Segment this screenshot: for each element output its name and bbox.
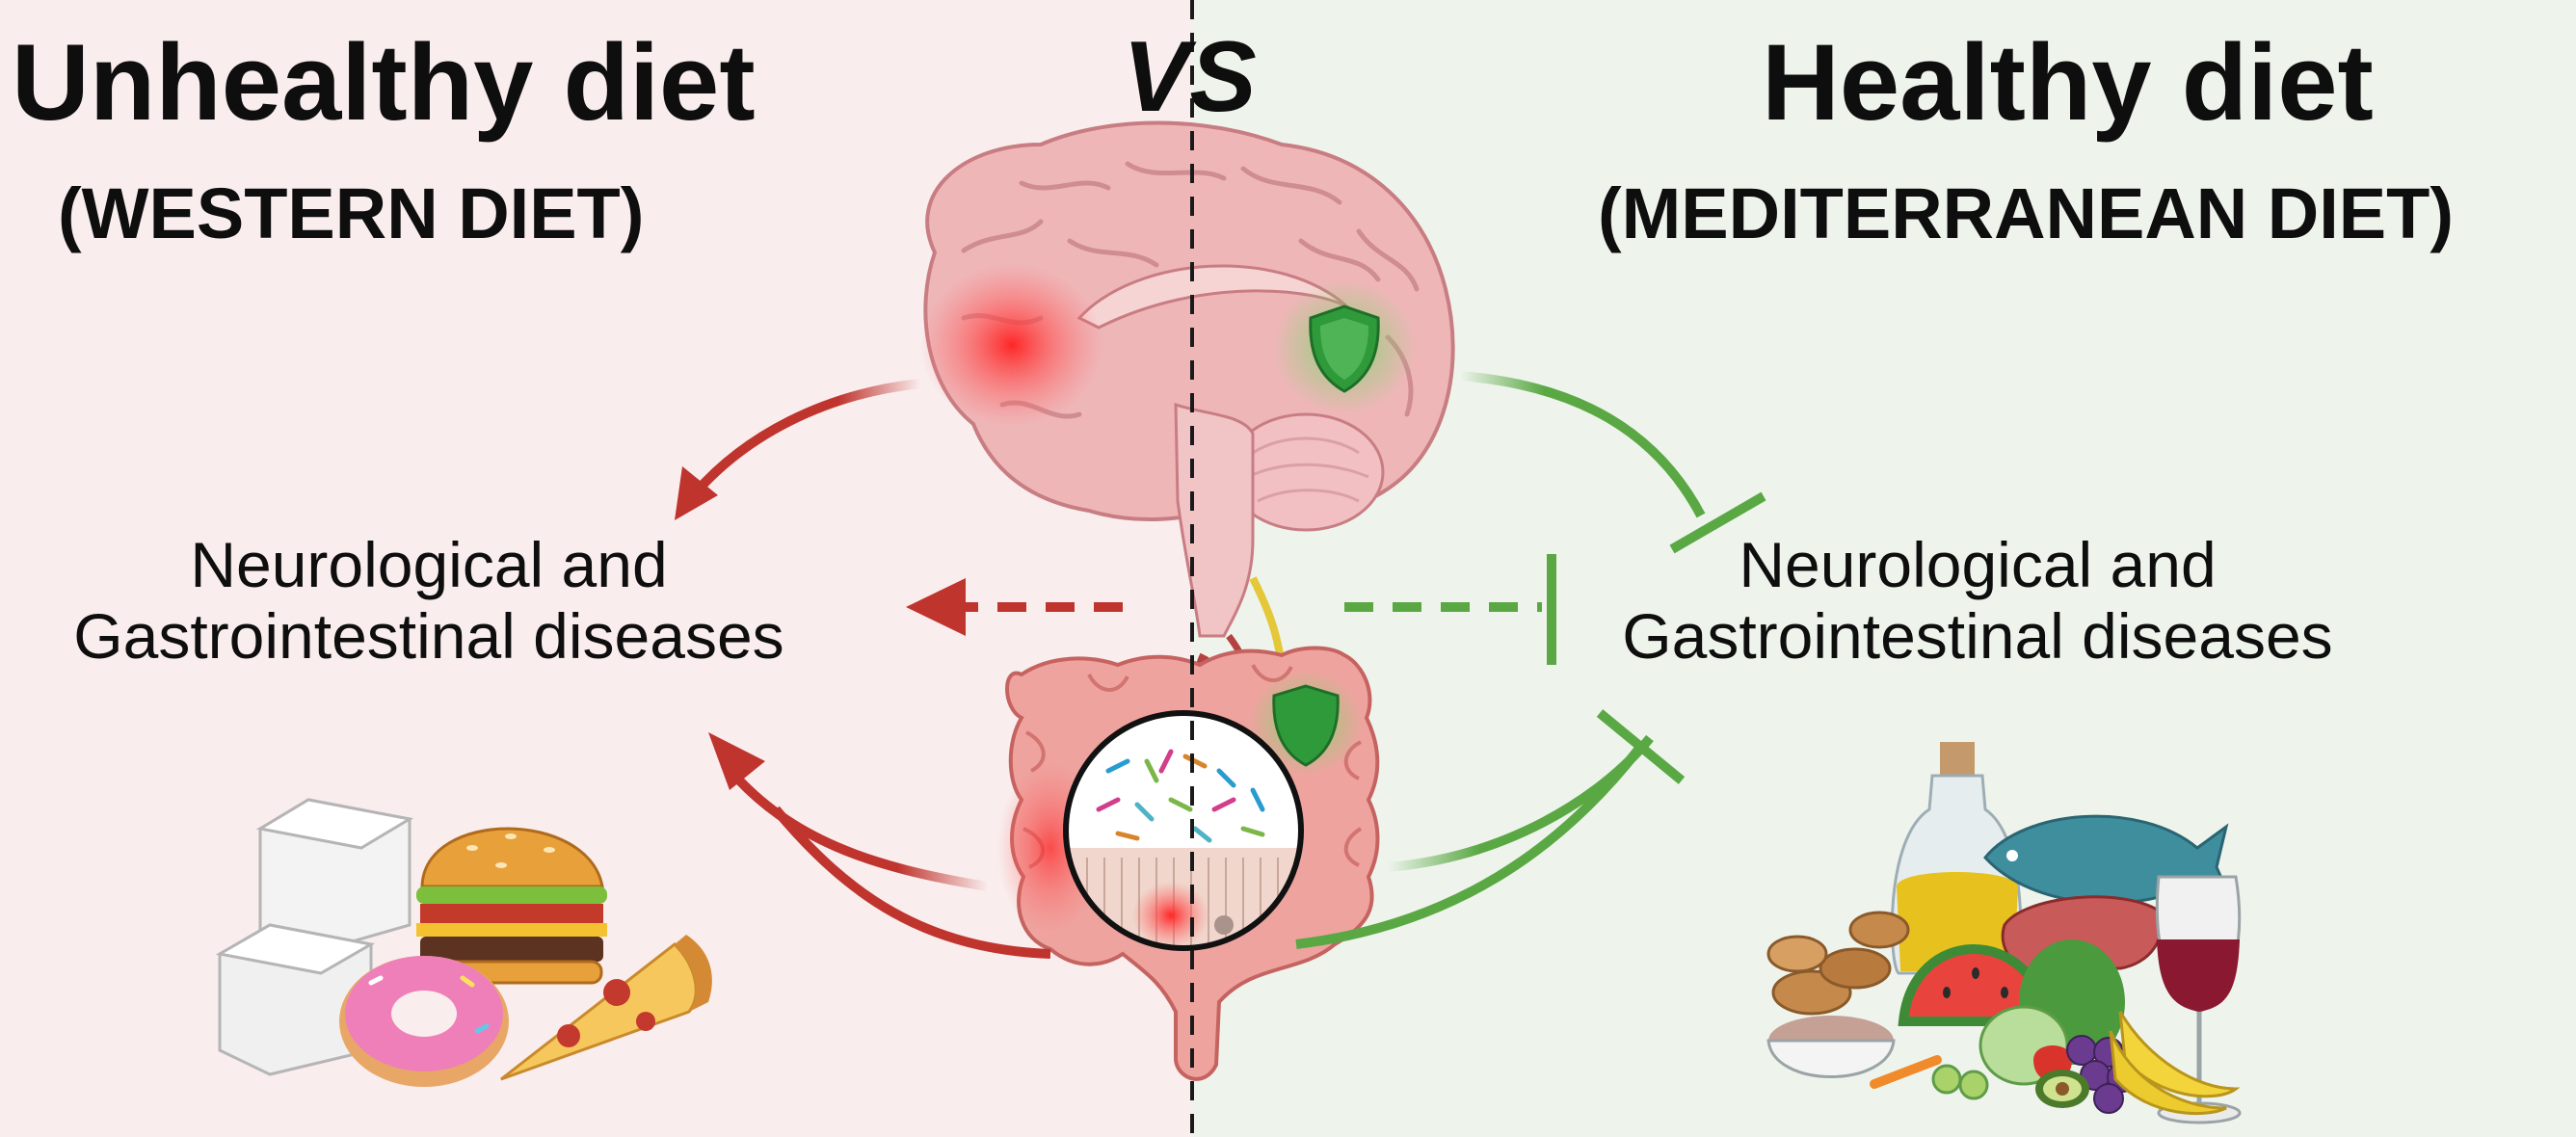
healthy-arrows — [1295, 371, 1766, 949]
unhealthy-diet-title: Unhealthy diet — [12, 22, 756, 143]
donut-icon — [339, 956, 509, 1087]
rice-bowl-icon — [1766, 1016, 1896, 1078]
wine-glass-icon — [2155, 875, 2242, 1124]
vegetables-icon — [1870, 939, 2125, 1100]
disease-line-gastrointestinal: Gastrointestinal diseases — [1622, 599, 2333, 672]
shield-icon — [1272, 684, 1340, 767]
olive-oil-icon — [1890, 742, 2023, 975]
mediterranean-diet-subtitle: (MEDITERRANEAN DIET) — [1598, 173, 2454, 253]
avocado-icon — [2035, 1070, 2089, 1108]
unhealthy-arrows — [675, 379, 1123, 959]
healthy-diseases-label: Neurological and Gastrointestinal diseas… — [1602, 529, 2353, 673]
western-diet-subtitle: (WESTERN DIET) — [58, 173, 645, 253]
disease-line-neurological: Neurological and — [190, 529, 668, 600]
disease-line-gastrointestinal: Gastrointestinal diseases — [73, 599, 784, 672]
healthy-diet-title: Healthy diet — [1762, 22, 2374, 143]
unhealthy-diseases-label: Neurological and Gastrointestinal diseas… — [53, 529, 805, 673]
vs-label: VS — [1123, 21, 1257, 133]
sugar-cube-icon — [215, 798, 414, 1076]
banana-icon — [2109, 1011, 2241, 1116]
pizza-icon — [500, 935, 712, 1081]
brain-icon — [920, 120, 1455, 638]
mediterranean-food-group — [1766, 742, 2242, 1124]
inflammation-glow-icon — [920, 263, 1103, 427]
nuts-icon — [1766, 911, 1910, 1016]
disease-line-neurological: Neurological and — [1739, 529, 2217, 600]
western-food-group — [215, 798, 712, 1087]
